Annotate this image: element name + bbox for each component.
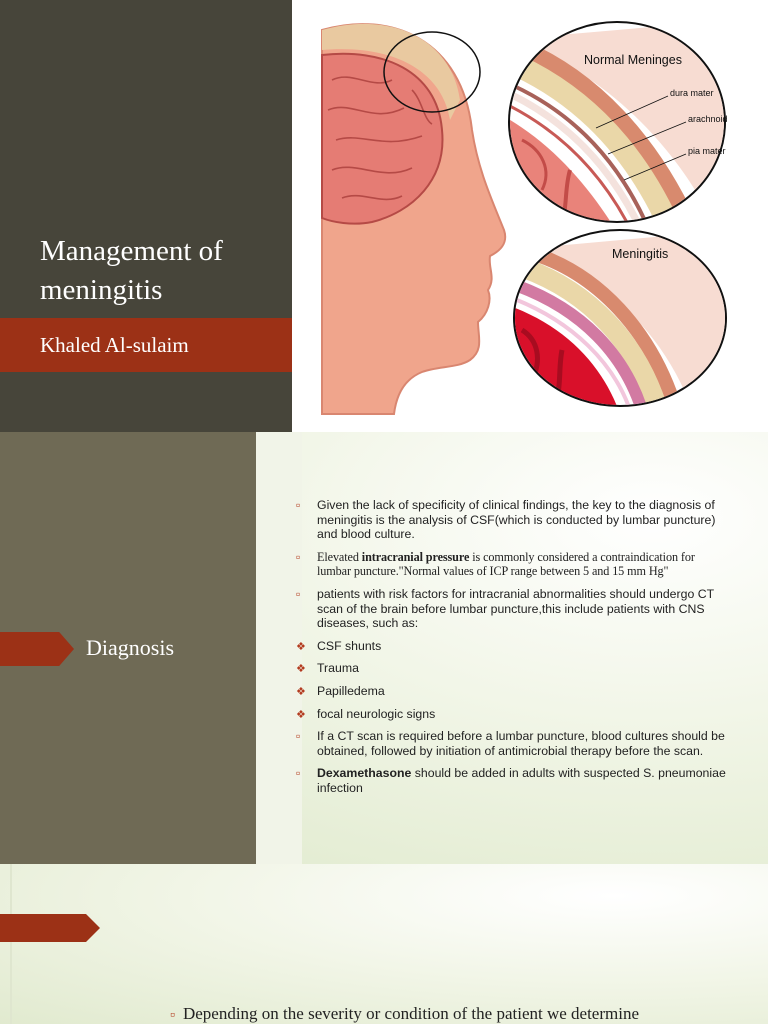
list-item: ▫ Elevated intracranial pressure is comm… — [296, 550, 726, 579]
bullet-text: patients with risk factors for intracran… — [317, 586, 714, 631]
list-item: ❖ Papilledema — [296, 684, 726, 699]
bullet-text-post: should be added in adults with suspected… — [317, 766, 726, 795]
diamond-bullet-icon: ❖ — [296, 640, 306, 653]
decorative-line — [10, 864, 12, 1024]
pia-mater-label: pia mater — [688, 146, 726, 156]
square-bullet-icon: ▫ — [296, 549, 301, 564]
diagnosis-heading: Diagnosis — [86, 635, 174, 660]
meninges-svg: Normal Meninges dura mater arachnoid pia… — [321, 21, 728, 415]
presentation-title: Management of meningitis — [40, 235, 223, 306]
title-panel: Management of meningitis Khaled Al-sulai… — [0, 0, 292, 432]
brain — [321, 52, 444, 225]
list-item: ▫ Dexamethasone should be added in adult… — [296, 766, 726, 795]
title-slide: Management of meningitis Khaled Al-sulai… — [0, 0, 768, 432]
bullet-text-pre: Elevated — [317, 549, 362, 564]
list-item: ▫ patients with risk factors for intracr… — [296, 587, 726, 631]
square-bullet-icon: ▫ — [170, 1006, 175, 1022]
diamond-bullet-icon: ❖ — [296, 708, 306, 721]
arrow-marker — [0, 632, 74, 666]
bullet-text-bold: Dexamethasone — [317, 766, 412, 781]
square-bullet-icon: ▫ — [296, 586, 301, 601]
diagnosis-slide: Diagnosis ▫ Given the lack of specificit… — [0, 432, 768, 864]
meninges-illustration: Normal Meninges dura mater arachnoid pia… — [292, 0, 768, 432]
brain-folds — [327, 76, 433, 201]
bullet-text: If a CT scan is required before a lumbar… — [317, 729, 725, 758]
meningitis-inset: Meningitis — [513, 229, 727, 407]
divider-strip — [256, 432, 302, 864]
slide3-bullet: ▫ Depending on the severity or condition … — [170, 1004, 639, 1024]
square-bullet-icon: ▫ — [296, 498, 301, 512]
zoom-circle — [383, 31, 481, 113]
list-item: ❖ focal neurologic signs — [296, 707, 726, 722]
skull-band — [322, 23, 460, 120]
list-item: ▫ Given the lack of specificity of clini… — [296, 498, 726, 542]
normal-meninges-label: Normal Meninges — [584, 53, 682, 67]
bullet-text-post: is commonly considered a contraindicatio… — [317, 549, 695, 579]
arachnoid-label: arachnoid — [688, 114, 728, 124]
treatment-slide: ▫ Depending on the severity or condition … — [0, 864, 768, 1024]
meningitis-label: Meningitis — [612, 247, 668, 261]
bullet-text: focal neurologic signs — [317, 706, 436, 721]
bullet-text-bold: intracranial pressure — [361, 549, 470, 564]
square-bullet-icon: ▫ — [296, 729, 301, 744]
diamond-bullet-icon: ❖ — [296, 663, 306, 676]
bullet-text: Depending on the severity or condition o… — [182, 1004, 639, 1023]
diamond-bullet-icon: ❖ — [296, 685, 306, 698]
diagnosis-bullet-list: ▫ Given the lack of specificity of clini… — [296, 498, 726, 804]
bullet-text: CSF shunts — [317, 638, 382, 653]
square-bullet-icon: ▫ — [296, 766, 301, 781]
author-band — [0, 318, 292, 372]
list-item: ▫ If a CT scan is required before a lumb… — [296, 729, 726, 758]
list-item: ❖ Trauma — [296, 661, 726, 676]
normal-meninges-inset: Normal Meninges dura mater arachnoid pia… — [508, 21, 728, 223]
bullet-text: Papilledema — [317, 683, 385, 698]
dura-mater-label: dura mater — [670, 88, 714, 98]
bullet-text: Given the lack of specificity of clinica… — [317, 498, 716, 542]
author-name: Khaled Al-sulaim — [40, 333, 189, 357]
bullet-text: Trauma — [317, 661, 359, 676]
list-item: ❖ CSF shunts — [296, 639, 726, 654]
arrow-marker — [0, 914, 100, 942]
